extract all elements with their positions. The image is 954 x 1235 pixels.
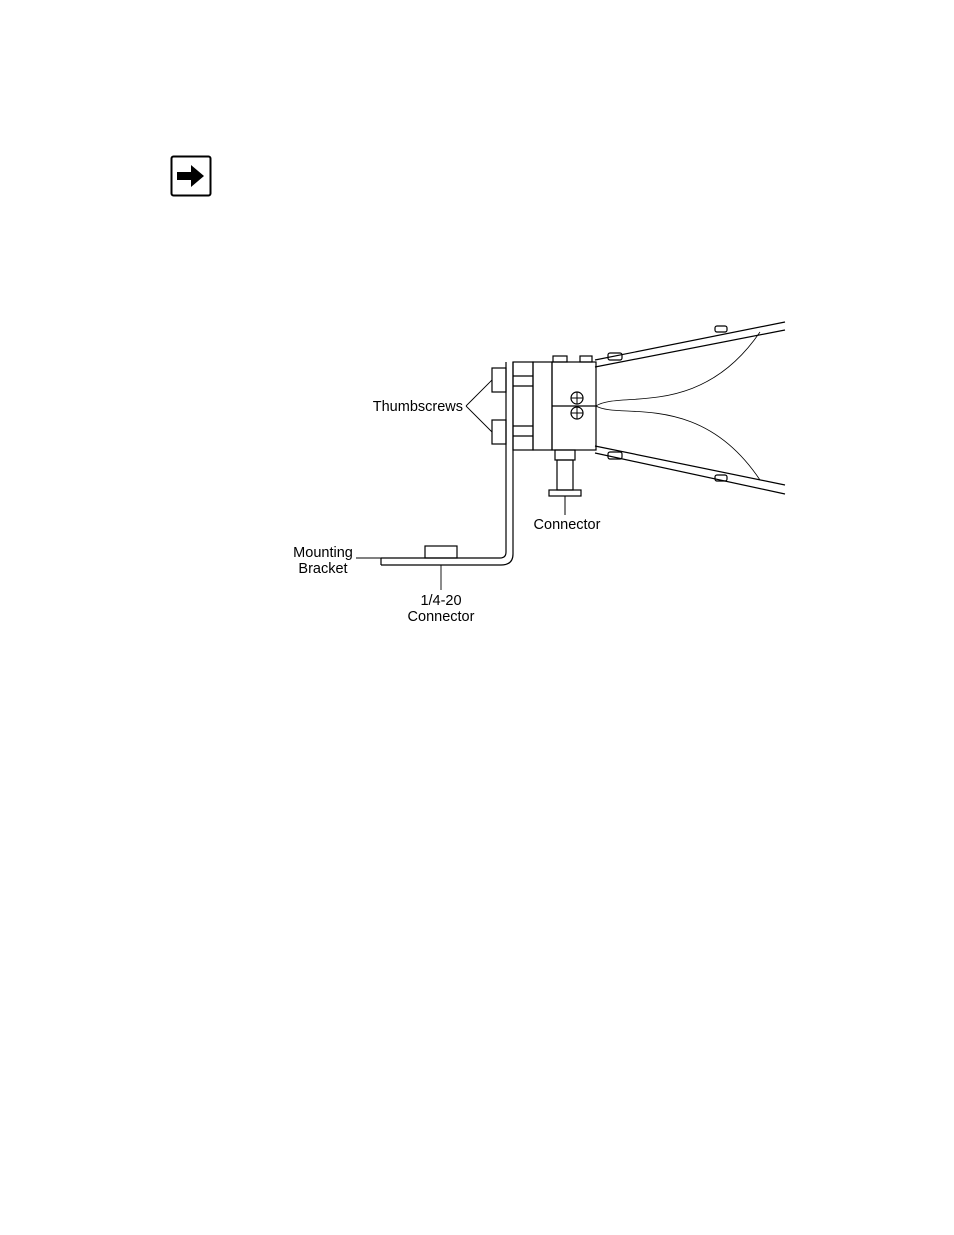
mounting-bracket-label-line1: Mounting <box>293 545 353 561</box>
mounting-bracket <box>381 362 552 565</box>
quarter-20-label-line2: Connector <box>408 609 475 625</box>
feed-block <box>552 356 596 450</box>
coax-connector <box>549 450 581 515</box>
thumbscrews-label: Thumbscrews <box>373 399 463 415</box>
horn-antenna <box>595 322 785 494</box>
arrow-right-icon <box>170 155 212 197</box>
antenna-mount-diagram: Thumbscrews Connector Mounting Bracket 1… <box>280 310 800 630</box>
quarter-20-label-line1: 1/4-20 <box>420 593 461 609</box>
mounting-bracket-label-line2: Bracket <box>298 561 347 577</box>
connector-label: Connector <box>534 517 601 533</box>
